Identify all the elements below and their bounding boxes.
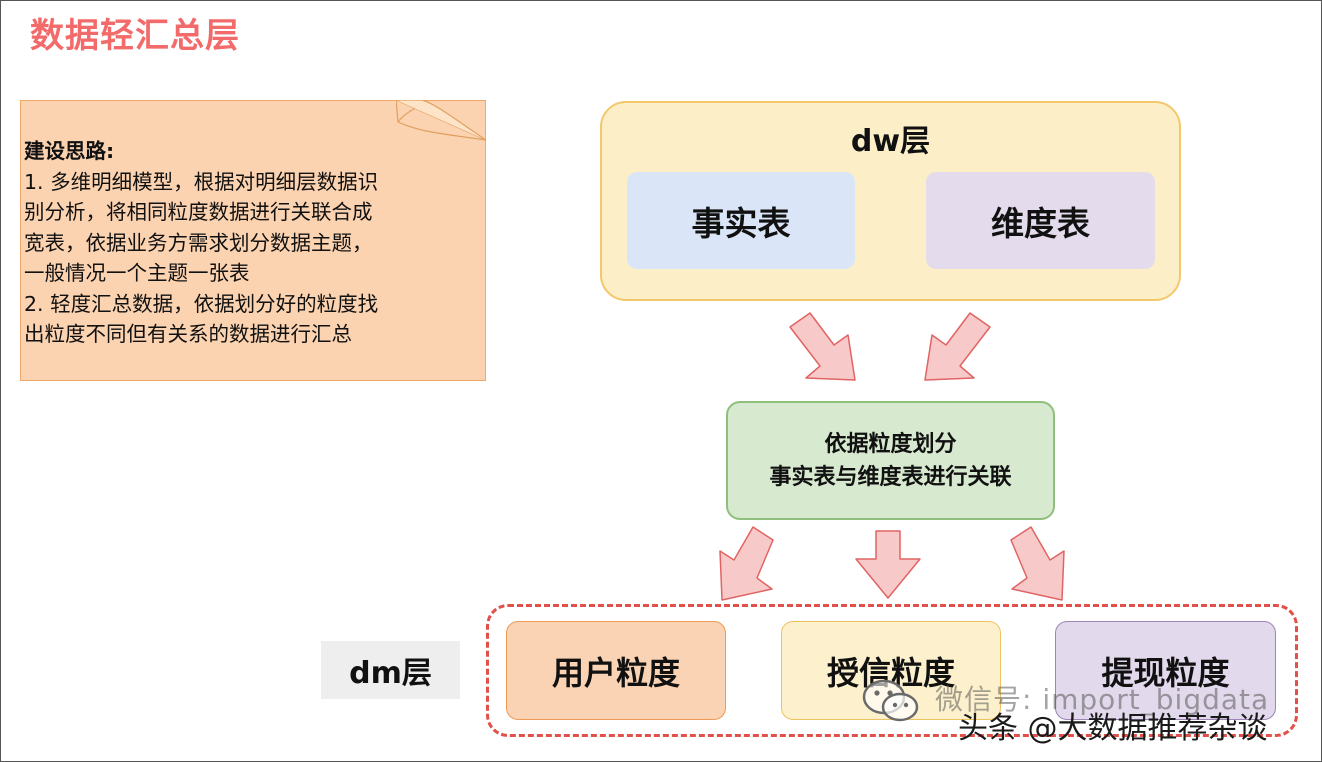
arrow-dimension-to-process xyxy=(924,312,991,381)
arrow-fact-to-process xyxy=(789,312,856,381)
note-text: 建设思路: 1. 多维明细模型，根据对明细层数据识 别分析，将相同粒度数据进行关… xyxy=(24,136,494,350)
arrow-process-to-user xyxy=(719,526,774,601)
dm-layer-group xyxy=(486,604,1298,737)
dimension-table-box: 维度表 xyxy=(926,172,1155,269)
note-body: 1. 多维明细模型，根据对明细层数据识 别分析，将相同粒度数据进行关联合成 宽表… xyxy=(24,169,379,347)
process-line-2: 事实表与维度表进行关联 xyxy=(769,464,1012,490)
wechat-icon xyxy=(862,679,919,722)
dm-layer-label: dm层 xyxy=(321,641,460,699)
watermark-wechat-id: 微信号: import_bigdata xyxy=(935,683,1270,716)
credit-granularity-box: 授信粒度 xyxy=(781,621,1001,720)
note-heading: 建设思路: xyxy=(24,139,115,163)
note-fold-corner xyxy=(396,100,487,141)
design-note xyxy=(20,100,486,381)
withdraw-granularity-box: 提现粒度 xyxy=(1055,621,1276,720)
process-box: 依据粒度划分 事实表与维度表进行关联 xyxy=(726,401,1055,520)
page-title: 数据轻汇总层 xyxy=(30,16,240,56)
process-line-1: 依据粒度划分 xyxy=(824,431,957,457)
user-granularity-box: 用户粒度 xyxy=(506,621,726,720)
watermark-toutiao: 头条 @大数据推荐杂谈 xyxy=(958,711,1268,746)
fact-table-box: 事实表 xyxy=(627,172,855,269)
dw-layer-title: dw层 xyxy=(850,124,931,159)
arrow-process-to-credit xyxy=(855,530,921,599)
arrow-process-to-withdraw xyxy=(1010,526,1065,601)
